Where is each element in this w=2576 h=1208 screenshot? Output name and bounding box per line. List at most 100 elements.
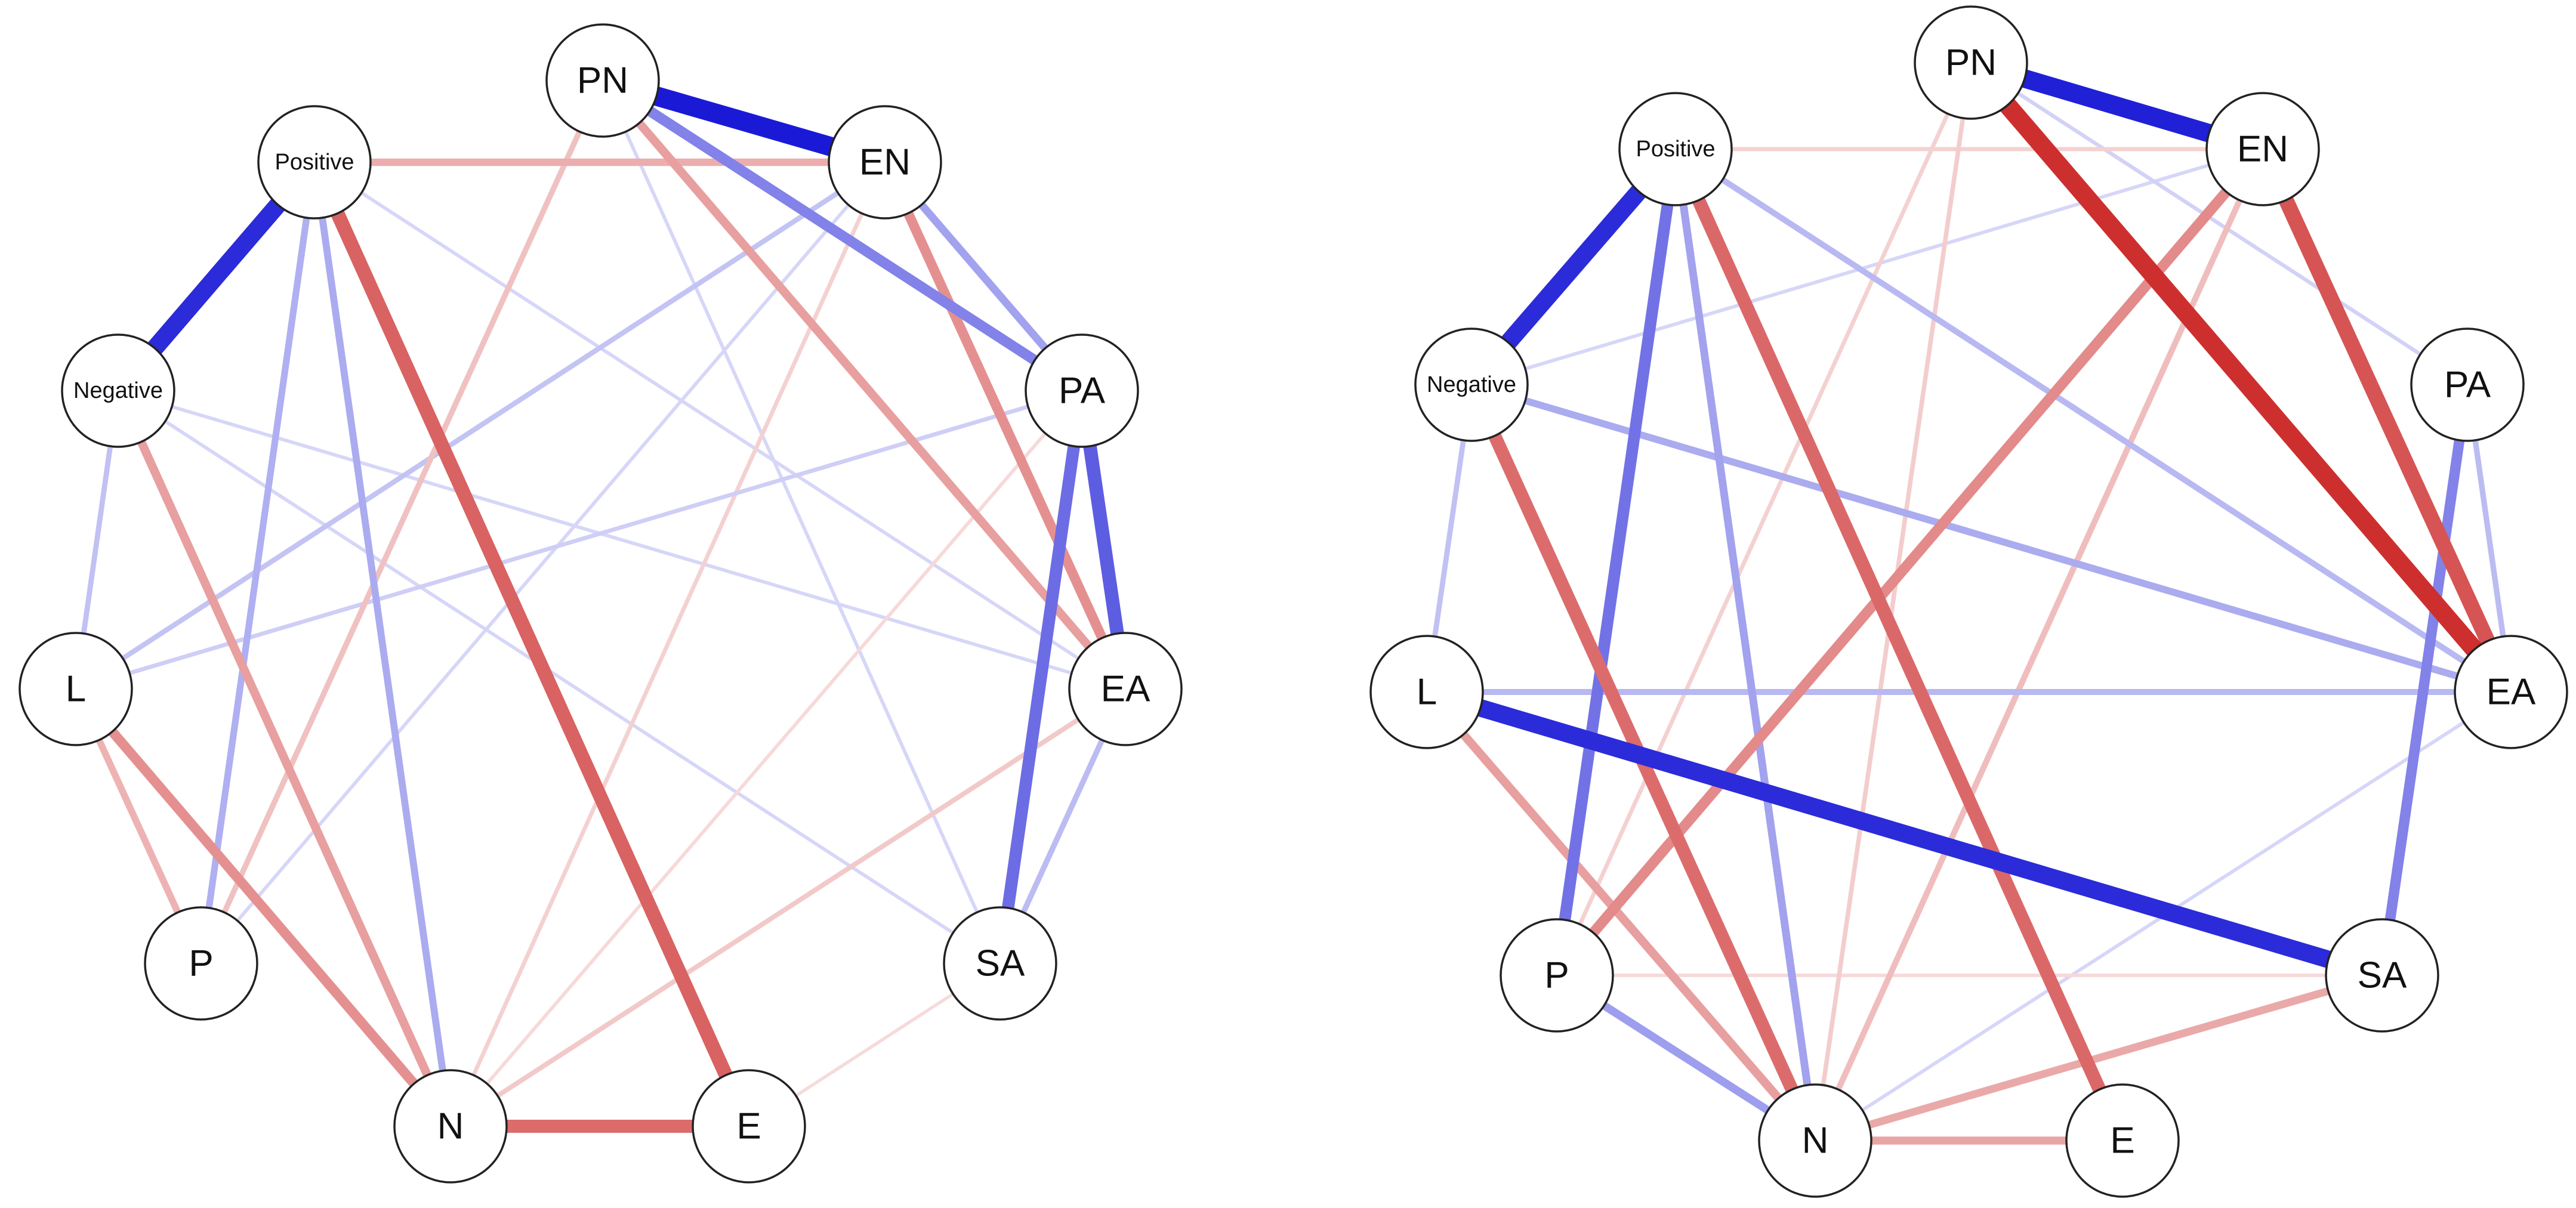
node-left-n: N [393, 1069, 508, 1184]
node-label: EA [2486, 672, 2536, 713]
node-right-n: N [1758, 1083, 1872, 1198]
node-circle [1025, 333, 1139, 448]
node-left-en: EN [828, 105, 942, 220]
edges-right [1423, 54, 2518, 1145]
edge-left-PN-SA [601, 79, 1002, 965]
node-circle [2454, 635, 2568, 749]
edge-left-PN-EA [599, 78, 1129, 692]
node-label: P [189, 943, 213, 984]
node-circle [943, 906, 1057, 1021]
node-right-negative: Negative [1414, 328, 1529, 442]
node-label: Positive [274, 150, 354, 175]
node-left-ea: EA [1068, 632, 1183, 746]
edge-left-EA-N [449, 687, 1127, 1129]
node-left-pa: PA [1025, 333, 1139, 448]
edge-right-PN-PA [1970, 61, 2469, 387]
node-left-sa: SA [943, 906, 1057, 1021]
edge-left-EA-Negative [118, 389, 1126, 691]
edge-left-EN-P [199, 161, 887, 965]
node-label: L [66, 669, 86, 710]
node-circle [393, 1069, 508, 1184]
node-circle [828, 105, 942, 220]
node-label: PA [1059, 370, 1106, 412]
node-circle [1414, 328, 1529, 442]
node-label: Negative [73, 378, 163, 403]
node-right-pn: PN [1914, 5, 2028, 120]
node-circle [2325, 918, 2439, 1033]
edge-left-PN-PA [600, 76, 1085, 396]
edge-right-Positive-E [1669, 146, 2129, 1144]
node-label: P [1544, 955, 1569, 996]
node-circle [545, 23, 660, 138]
node-left-pn: PN [545, 23, 660, 138]
node-label: N [1802, 1120, 1829, 1161]
node-label: EN [859, 142, 911, 183]
node-left-negative: Negative [61, 333, 175, 448]
edge-left-EN-EA [880, 160, 1130, 691]
node-label: E [736, 1106, 761, 1147]
node-label: PN [1945, 42, 1997, 84]
edge-left-Positive-N [311, 162, 454, 1127]
node-right-positive: Positive [1618, 92, 1733, 206]
edge-right-PN-EA [1964, 56, 2518, 699]
edge-left-Positive-E [308, 159, 755, 1129]
node-circle [2065, 1083, 2180, 1198]
node-label: Positive [1636, 137, 1715, 162]
node-right-p: P [1500, 918, 1614, 1033]
edge-left-EN-L [74, 160, 887, 691]
edge-right-Negative-EA [1470, 381, 2512, 696]
node-circle [1914, 5, 2028, 120]
edge-left-PA-SA [994, 390, 1088, 965]
edge-right-L-SA [1424, 683, 2385, 984]
edge-right-L-N [1423, 689, 1819, 1144]
edge-left-L-N [72, 685, 455, 1130]
node-label: L [1417, 672, 1437, 713]
node-circle [1500, 918, 1614, 1033]
node-label: PN [577, 60, 628, 101]
edge-right-N-SA [1814, 971, 2383, 1145]
node-label: SA [976, 943, 1025, 984]
node-left-l: L [18, 632, 133, 746]
node-right-ea: EA [2454, 635, 2568, 749]
edge-right-Positive-P [1551, 148, 1682, 977]
node-left-p: P [144, 906, 258, 1021]
node-circle [1758, 1083, 1872, 1198]
edge-right-EN-N [1812, 147, 2266, 1142]
node-circle [18, 632, 133, 746]
edge-right-EN-EA [2256, 146, 2518, 696]
node-left-positive: Positive [257, 105, 372, 220]
node-circle [692, 1069, 806, 1184]
edge-right-PN-P [1554, 61, 1973, 977]
node-right-pa: PA [2410, 328, 2525, 442]
node-circle [1068, 632, 1183, 746]
edge-left-EN-N [448, 161, 887, 1127]
edge-left-Negative-N [114, 389, 455, 1128]
node-circle [257, 105, 372, 220]
node-circle [2205, 92, 2320, 206]
edge-left-Positive-P [198, 162, 318, 964]
edge-left-PN-P [198, 79, 606, 965]
edge-left-PA-L [75, 388, 1082, 691]
edge-right-EN-Negative [1471, 147, 2263, 387]
node-right-l: L [1369, 635, 1484, 749]
node-right-en: EN [2205, 92, 2320, 206]
edge-left-EA-Positive [313, 160, 1127, 691]
node-left-e: E [692, 1069, 806, 1184]
edge-right-PN-N [1813, 62, 1973, 1141]
node-label: EN [2237, 129, 2288, 170]
node-label: Negative [1427, 372, 1516, 397]
node-label: SA [2358, 955, 2407, 996]
node-circle [61, 333, 175, 448]
node-circle [144, 906, 258, 1021]
node-right-sa: SA [2325, 918, 2439, 1033]
node-circle [2410, 328, 2525, 442]
node-circle [1618, 92, 1733, 206]
node-label: E [2110, 1120, 2134, 1161]
edge-right-Positive-N [1671, 149, 1819, 1141]
edge-right-Positive-EA [1674, 146, 2513, 695]
